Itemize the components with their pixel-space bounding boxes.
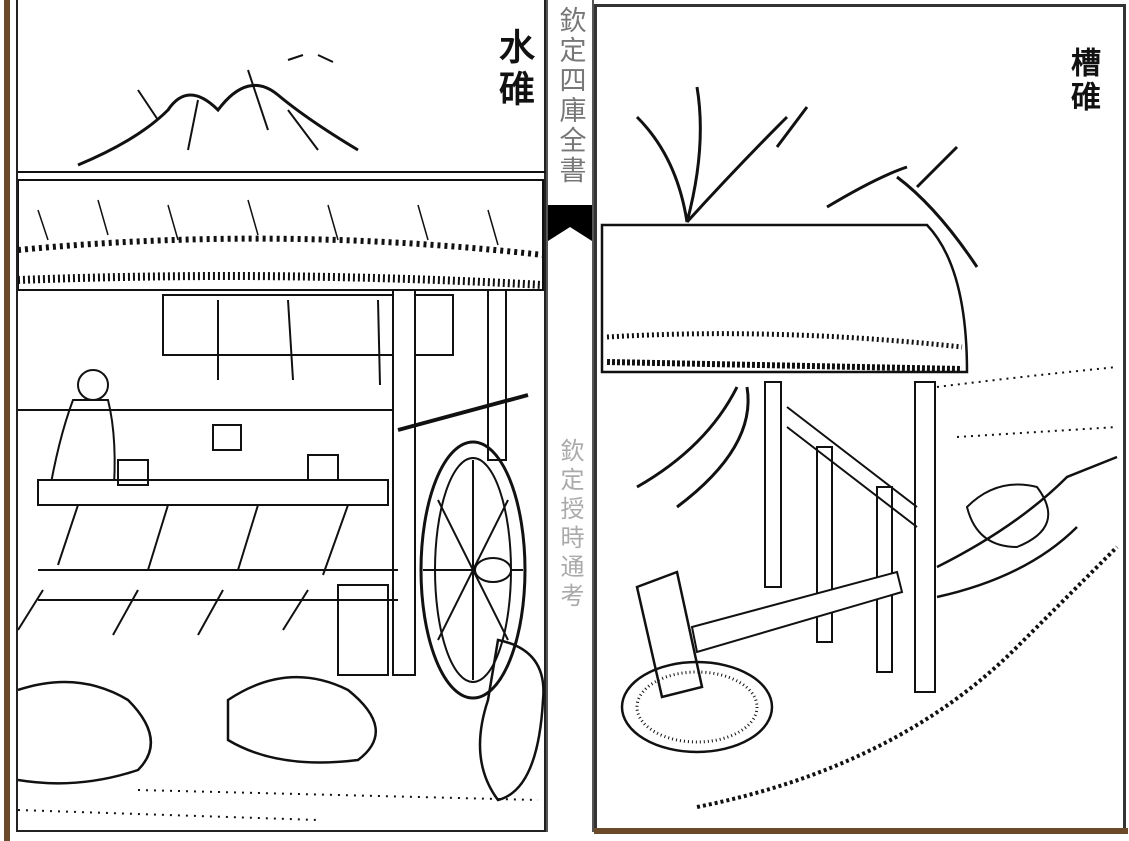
- book-spine-margin: 欽定四庫全書 欽定授時通考: [546, 0, 594, 832]
- fish-tail-mark-icon: [548, 205, 592, 241]
- left-illustration-water-trip-hammer: 水碓: [16, 0, 548, 832]
- left-caption: 水碓: [493, 28, 535, 112]
- trough-hammer-drawing: [600, 86, 1119, 809]
- water-mill-drawing: [18, 54, 548, 821]
- right-caption: 槽碓: [1065, 47, 1100, 115]
- right-illustration-trough-trip-hammer: 槽碓: [594, 4, 1126, 832]
- book-title: 欽定四庫全書: [554, 6, 586, 186]
- work-title: 欽定授時通考: [556, 438, 584, 612]
- book-edge-bottom: [594, 828, 1128, 834]
- book-edge: [4, 0, 10, 841]
